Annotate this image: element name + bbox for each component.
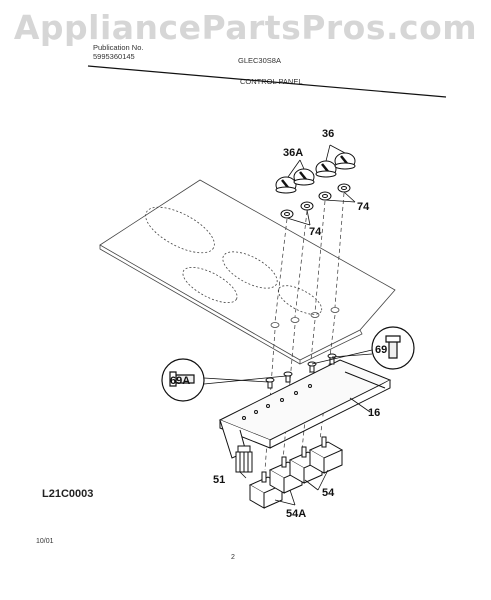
footer-date: 10/01: [36, 538, 54, 545]
callout-36: 36: [322, 128, 335, 140]
drawing-code: L21C0003: [42, 488, 94, 500]
knob-4: [334, 152, 356, 170]
callout-74-left: 74: [309, 226, 322, 238]
callout-54a: 54A: [286, 508, 307, 520]
cooktop-glass: [99, 179, 396, 365]
callout-16: 16: [368, 407, 381, 419]
publication-label: Publication No.: [93, 43, 144, 52]
callout-51: 51: [213, 474, 226, 486]
knob-1: [275, 176, 297, 194]
bezel-ring-2: [300, 201, 314, 211]
switch-54-2: [308, 436, 344, 474]
model-number: GLEC30S8A: [238, 56, 281, 65]
control-panel-bracket: [218, 359, 392, 459]
callout-69-circle: [371, 326, 415, 370]
bezel-leaders: [286, 191, 356, 226]
bezel-ring-4: [337, 183, 351, 193]
screw-2: [283, 371, 293, 383]
publication-number: 5995360145: [93, 52, 135, 61]
switch-54a-1: [248, 471, 284, 509]
knob-3: [315, 160, 337, 178]
callout-69a: 69A: [170, 375, 191, 387]
callout-69a-circle: [161, 358, 205, 402]
knob-leaders: [287, 144, 346, 178]
screw-callout-leaders: [203, 349, 373, 413]
switch-51: [235, 445, 253, 473]
bezel-ring-3: [318, 191, 332, 201]
header-rule: [87, 65, 447, 98]
page-number: 2: [231, 554, 235, 561]
infinite-switches: [248, 436, 344, 509]
bezel-rings: [280, 183, 351, 219]
bezel-ring-1: [280, 209, 294, 219]
callout-69: 69: [375, 344, 388, 356]
knob-2: [293, 168, 315, 186]
callout-54: 54: [322, 487, 335, 499]
watermark: AppliancePartsPros.com: [13, 8, 478, 47]
callout-74-right: 74: [357, 201, 370, 213]
callout-36a: 36A: [283, 147, 304, 159]
screw-1: [265, 377, 275, 389]
switch-leaders: [239, 469, 329, 506]
